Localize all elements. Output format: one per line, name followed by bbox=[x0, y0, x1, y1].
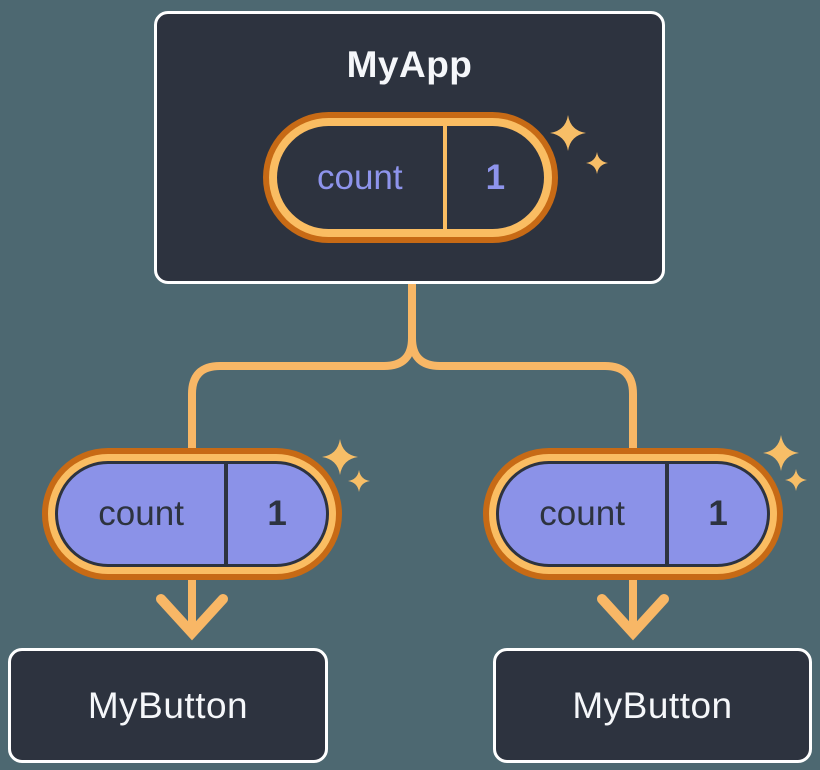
sparkle-icon bbox=[348, 470, 370, 492]
child-component-box: MyButton bbox=[8, 648, 328, 763]
state-pill: count 1 bbox=[263, 112, 558, 243]
sparkle-icon bbox=[785, 469, 807, 491]
pill-divider bbox=[442, 126, 447, 229]
arrow-down-icon bbox=[156, 594, 228, 641]
connector-right bbox=[408, 280, 637, 634]
prop-pill: count 1 bbox=[483, 448, 783, 580]
pill-divider bbox=[224, 464, 229, 564]
prop-value: 1 bbox=[708, 494, 728, 533]
prop-pill: count 1 bbox=[42, 448, 342, 580]
root-component-title: MyApp bbox=[346, 44, 473, 85]
arrow-down-icon bbox=[597, 594, 669, 641]
sparkle-icon bbox=[322, 439, 358, 475]
prop-name: count bbox=[98, 494, 184, 533]
state-name: count bbox=[316, 157, 403, 197]
child-component-box: MyButton bbox=[493, 648, 812, 763]
child-component-title: MyButton bbox=[572, 684, 733, 726]
state-value: 1 bbox=[485, 157, 506, 197]
prop-value: 1 bbox=[267, 494, 287, 533]
state-pill-ring: count 1 bbox=[269, 118, 552, 237]
pill-divider bbox=[665, 464, 670, 564]
prop-pill-ring: count 1 bbox=[489, 454, 777, 574]
sparkle-icon bbox=[763, 435, 799, 471]
child-component-title: MyButton bbox=[87, 684, 249, 726]
prop-name: count bbox=[539, 494, 625, 533]
prop-pill-ring: count 1 bbox=[48, 454, 336, 574]
sparkle-icon bbox=[550, 115, 586, 151]
sparkle-icon bbox=[586, 152, 608, 174]
